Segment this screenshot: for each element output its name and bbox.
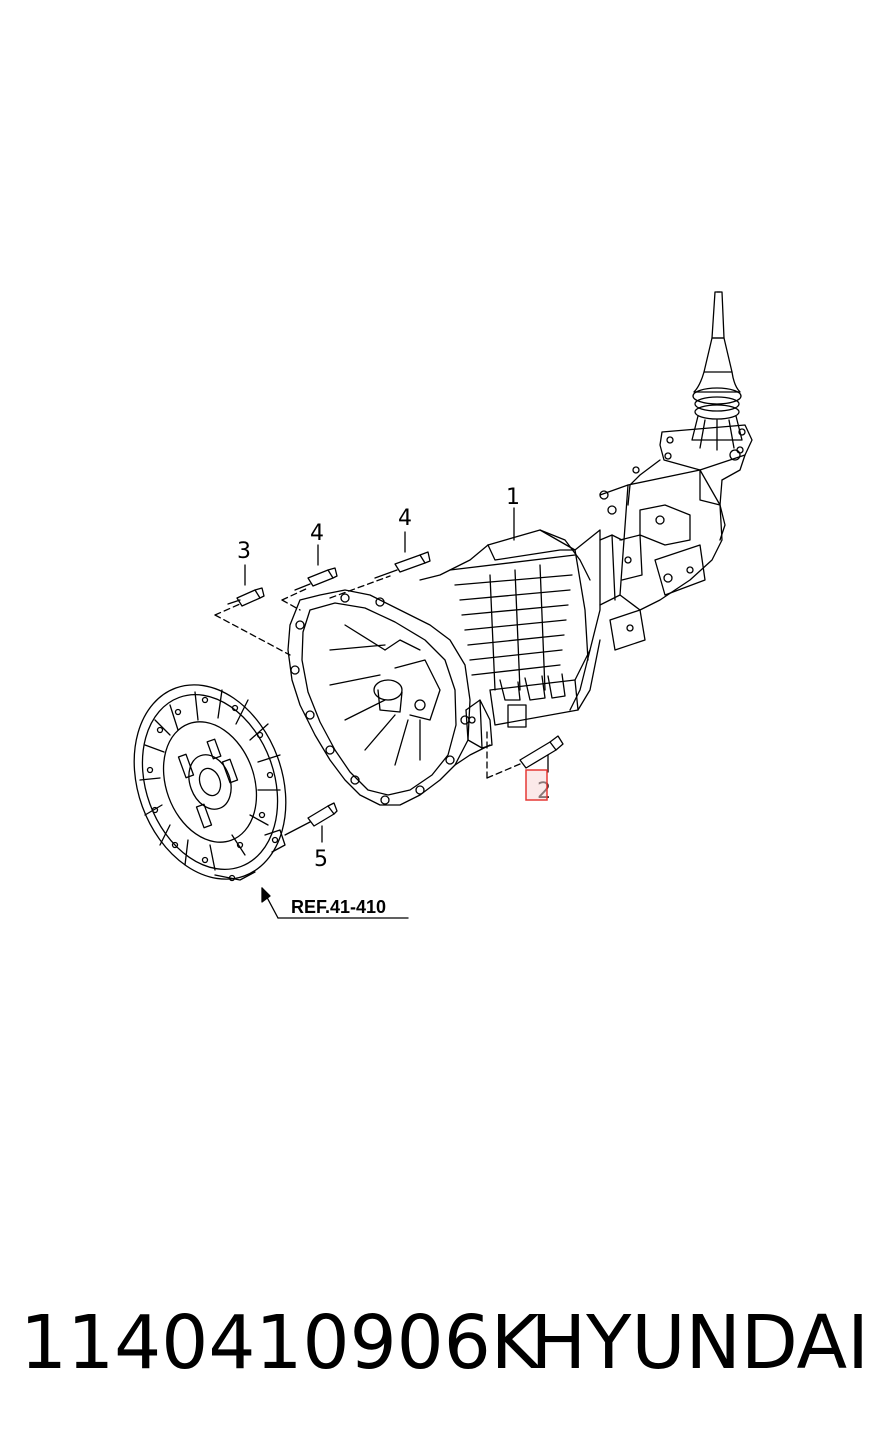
callout-4-left: 4	[310, 521, 324, 546]
callout-2-highlight	[525, 769, 548, 801]
callout-1: 1	[506, 485, 520, 510]
bolt-2	[486, 729, 564, 779]
footer: 1140410906K HYUNDAI	[0, 1300, 889, 1400]
bolt-4-right	[329, 531, 431, 599]
callout-4-right: 4	[398, 506, 412, 531]
part-number: 1140410906K	[20, 1300, 540, 1386]
callout-5: 5	[314, 847, 328, 872]
bell-housing	[287, 589, 471, 806]
bolt-5	[284, 802, 338, 843]
reference-label: REF.41-410	[291, 897, 386, 917]
shift-tower	[627, 424, 753, 506]
rear-extension-housing	[599, 466, 726, 651]
transmission-exploded-diagram: 1 2 3 4 4 5 REF.41-410	[133, 291, 753, 919]
shift-lever	[691, 291, 743, 451]
bolt-3	[214, 564, 291, 656]
brand-name: HYUNDAI	[530, 1300, 870, 1386]
callout-3: 3	[237, 539, 251, 564]
clutch-assembly	[133, 684, 409, 919]
transmission-main-case	[419, 529, 601, 766]
bolt-4-left	[281, 544, 338, 611]
